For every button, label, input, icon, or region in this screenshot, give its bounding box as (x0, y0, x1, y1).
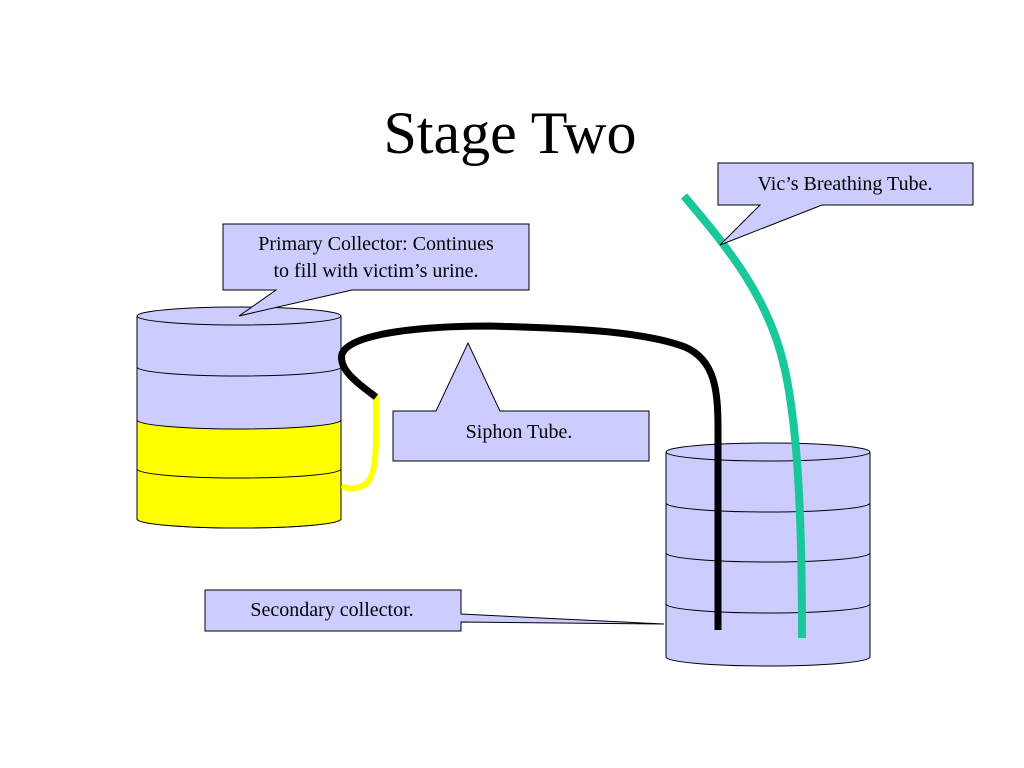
callout-secondary-label: Secondary collector. (250, 599, 413, 621)
callout-primary-collector: Primary Collector: Continues to fill wit… (222, 223, 530, 317)
slide-title: Stage Two (383, 100, 637, 166)
callout-breathing-label: Vic’s Breathing Tube. (758, 173, 933, 195)
secondary-collector (665, 442, 871, 667)
callout-primary-line1: Primary Collector: Continues (258, 233, 494, 255)
callout-secondary-collector: Secondary collector. (204, 589, 665, 632)
callout-breathing-tube: Vic’s Breathing Tube. (717, 162, 974, 246)
callout-primary-line2: to fill with victim’s urine. (274, 260, 479, 282)
siphon-tube (338, 322, 722, 630)
breathing-tube (680, 193, 806, 639)
callout-siphon-label: Siphon Tube. (466, 421, 573, 443)
urine-filled-tube (341, 394, 380, 492)
primary-collector (136, 306, 342, 529)
callout-siphon-tube: Siphon Tube. (392, 341, 650, 462)
urine-level (136, 419, 342, 529)
